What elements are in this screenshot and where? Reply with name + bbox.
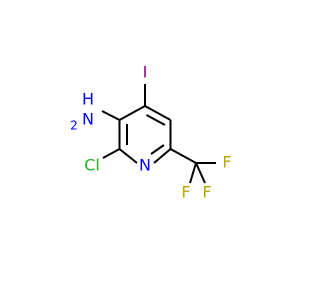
bond-cf3-f-bottom-left xyxy=(189,162,197,184)
bond-c2-cl xyxy=(102,148,120,159)
amine-h-label: H xyxy=(82,90,94,109)
atom-label-layer: I H 2 N Cl N F F F xyxy=(70,63,231,202)
amine-n-label: N xyxy=(82,110,94,129)
bond-c4-c5 xyxy=(144,105,171,121)
chlorine-label: Cl xyxy=(84,156,100,175)
molecule-diagram: I H 2 N Cl N F F F xyxy=(70,63,231,202)
bond-c3-n xyxy=(101,110,120,121)
bond-c3-c4 xyxy=(119,105,146,121)
fluorine-right-label: F xyxy=(222,153,231,172)
fluorine-bottom-right-label: F xyxy=(202,183,211,202)
amine-subscript-label: 2 xyxy=(70,119,78,133)
bond-cf3-f-bottom-right xyxy=(195,162,206,184)
fluorine-bottom-left-label: F xyxy=(181,183,190,202)
ring-n-label: N xyxy=(139,156,151,175)
bond-c4-c5-inner xyxy=(146,114,166,126)
bond-c6-cf3 xyxy=(170,148,197,164)
bond-c6-n1-inner xyxy=(150,144,165,155)
bond-c6-n1 xyxy=(153,148,172,164)
iodine-label: I xyxy=(143,63,148,82)
bond-layer xyxy=(101,84,216,184)
bond-n1-c2 xyxy=(118,148,138,164)
